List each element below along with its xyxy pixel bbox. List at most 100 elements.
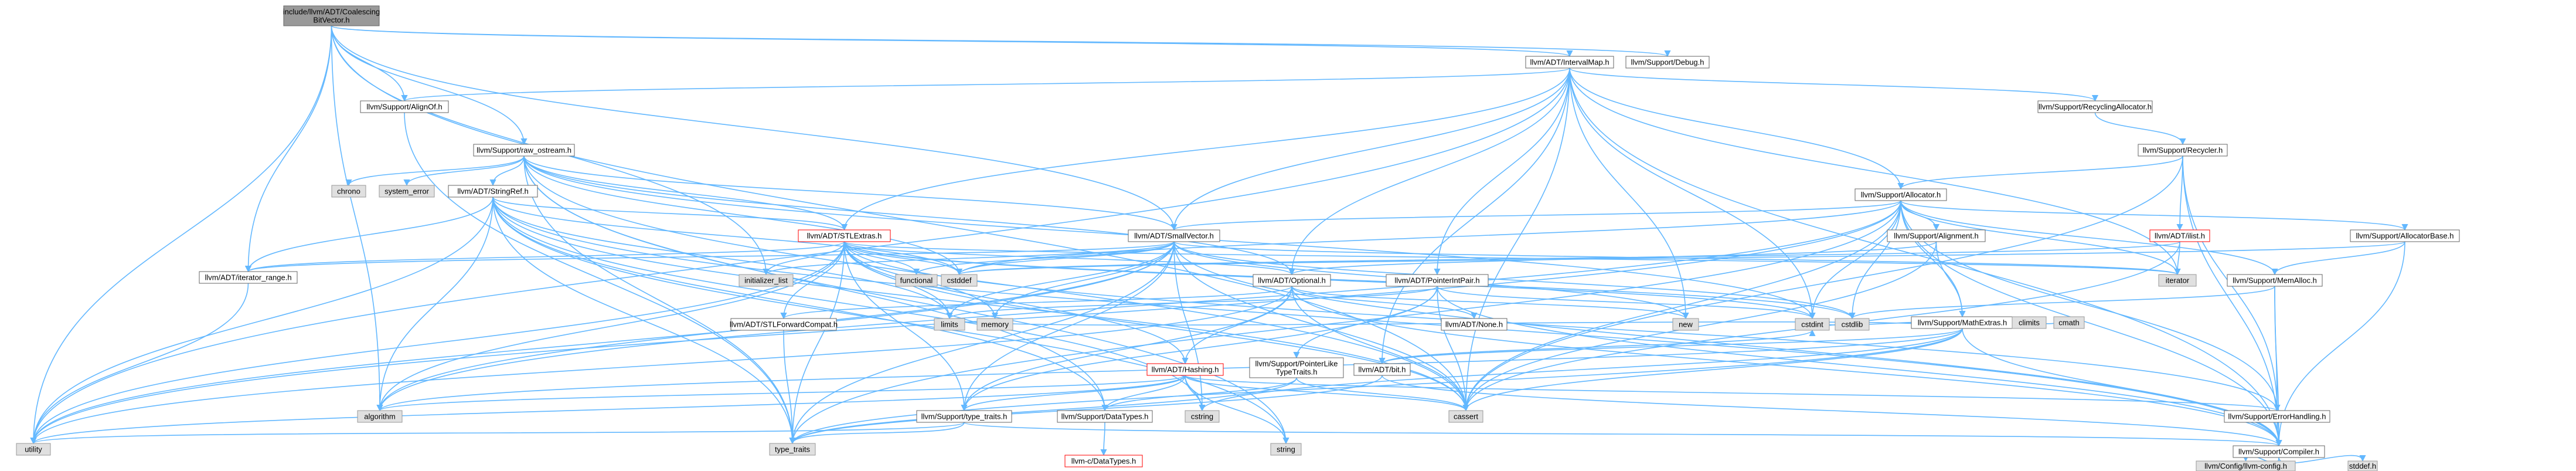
node-stlextras[interactable]: llvm/ADT/STLExtras.h <box>798 229 891 242</box>
node-box[interactable] <box>1854 188 1947 201</box>
node-none[interactable]: llvm/ADT/None.h <box>1441 318 1508 331</box>
node-iterator-range[interactable]: llvm/ADT/iterator_range.h <box>199 271 298 284</box>
edge-layer <box>30 25 2408 464</box>
edge-pointerintpair-to-limits <box>946 286 1438 320</box>
node-intervalmap[interactable]: llvm/ADT/IntervalMap.h <box>1525 56 1614 69</box>
node-box[interactable] <box>360 100 449 113</box>
node-box[interactable] <box>916 410 1012 423</box>
edge-allocator-to-iterator <box>1900 200 2181 276</box>
edge-optional-to-stlforwardcompat <box>780 286 1292 320</box>
node-allocator[interactable]: llvm/Support/Allocator.h <box>1854 188 1947 201</box>
node-label: chrono <box>337 187 360 196</box>
node-box[interactable] <box>1386 274 1489 287</box>
edge-smallvector-to-cstring <box>1173 241 1206 412</box>
node-datatypes[interactable]: llvm/Support/DataTypes.h <box>1057 410 1153 423</box>
node-optional[interactable]: llvm/ADT/Optional.h <box>1253 274 1331 287</box>
node-hashing[interactable]: llvm/ADT/Hashing.h <box>1146 363 1224 376</box>
node-c-datatypes[interactable]: llvm-c/DataTypes.h <box>1064 455 1143 467</box>
edge-stringref-to-iterator_range <box>244 196 494 273</box>
node-memalloc[interactable]: llvm/Support/MemAlloc.h <box>2227 274 2323 287</box>
node-box <box>283 5 380 26</box>
node-label: cstdlib <box>1842 320 1863 329</box>
node-mathextras[interactable]: llvm/Support/MathExtras.h <box>1911 316 2014 329</box>
edge-type_traits_h-to-compiler <box>964 422 2282 447</box>
node-box[interactable] <box>1353 363 1411 376</box>
node-recycler[interactable]: llvm/Support/Recycler.h <box>2138 144 2228 157</box>
node-box[interactable] <box>448 185 538 198</box>
node-errorhandling[interactable]: llvm/Support/ErrorHandling.h <box>2224 410 2330 423</box>
edge-smallvector-to-iterator_range <box>245 241 1175 273</box>
edge-smallvector-to-cstddef <box>956 241 1175 276</box>
node-stringref[interactable]: llvm/ADT/StringRef.h <box>448 185 538 198</box>
node-box[interactable] <box>1441 318 1508 331</box>
node-smallvector[interactable]: llvm/ADT/SmallVector.h <box>1128 229 1220 242</box>
node-box[interactable] <box>2138 144 2228 157</box>
node-box[interactable] <box>1625 56 1710 69</box>
edge-raw_ostream-to-string <box>523 155 1289 445</box>
node-stlforwardcompat[interactable]: llvm/ADT/STLForwardCompat.h <box>730 318 838 331</box>
edge-smallvector-to-compiler <box>1173 241 2282 447</box>
node-box[interactable] <box>1249 357 1344 378</box>
edge-hashing-to-datatypes <box>1101 375 1186 412</box>
node-debug[interactable]: llvm/Support/Debug.h <box>1625 56 1710 69</box>
node-bit[interactable]: llvm/ADT/bit.h <box>1353 363 1411 376</box>
edge-allocatorbase-to-memalloc <box>2271 241 2405 276</box>
node-box[interactable] <box>2350 229 2460 242</box>
node-llvm-config: llvm/Config/llvm-config.h <box>2196 460 2296 471</box>
node-label: system_error <box>384 187 430 196</box>
node-box[interactable] <box>730 318 837 331</box>
node-box[interactable] <box>1253 274 1331 287</box>
node-alignof[interactable]: llvm/Support/AlignOf.h <box>360 100 449 113</box>
node-box[interactable] <box>1064 455 1143 467</box>
node-box[interactable] <box>1057 410 1153 423</box>
node-alignment[interactable]: llvm/Support/Alignment.h <box>1887 229 1986 242</box>
edge-allocator-to-mathextras <box>1900 200 1966 318</box>
edge-hashing-to-utility <box>30 375 1186 445</box>
node-box[interactable] <box>2037 100 2153 113</box>
edge-stlextras-to-type_traits <box>789 241 845 445</box>
node-label: string <box>1277 445 1295 454</box>
edge-allocator-to-cassert <box>1462 200 1901 412</box>
edge-hashing-to-type_traits_h <box>961 375 1186 412</box>
edge-smallvector-to-memory <box>991 241 1175 320</box>
edge-ilist-to-iterator <box>2174 241 2181 276</box>
node-label: memory <box>981 320 1009 329</box>
node-pointerintpair[interactable]: llvm/ADT/PointerIntPair.h <box>1386 274 1489 287</box>
edge-recyclingalloc-to-recycler <box>2094 112 2186 145</box>
node-label: cmath <box>2058 318 2079 327</box>
node-box[interactable] <box>1887 229 1986 242</box>
edge-stringref-to-utility <box>30 196 494 445</box>
node-box[interactable] <box>2227 274 2323 287</box>
node-box[interactable] <box>1128 229 1220 242</box>
node-box[interactable] <box>798 229 891 242</box>
edge-pointerintpair-to-type_traits_h <box>961 286 1438 412</box>
node-system-error: system_error <box>379 185 435 198</box>
node-ilist[interactable]: llvm/ADT/ilist.h <box>2149 229 2210 242</box>
node-label: llvm/Support/Recycler.h <box>2143 146 2223 155</box>
node-label: llvm/Support/type_traits.h <box>921 412 1008 421</box>
node-label: limits <box>941 320 958 329</box>
node-box[interactable] <box>2233 445 2325 458</box>
node-climits: climits <box>2012 316 2047 329</box>
edge-datatypes-to-c_datatypes <box>1100 422 1107 456</box>
node-box <box>379 185 435 198</box>
node-raw-ostream[interactable]: llvm/Support/raw_ostream.h <box>473 144 575 157</box>
node-recyclingalloc[interactable]: llvm/Support/RecyclingAllocator.h <box>2037 100 2153 113</box>
edge-stringref-to-limits <box>492 196 953 320</box>
node-box[interactable] <box>2149 229 2210 242</box>
node-type-traits-h[interactable]: llvm/Support/type_traits.h <box>916 410 1012 423</box>
node-compiler[interactable]: llvm/Support/Compiler.h <box>2233 445 2325 458</box>
node-iterator: iterator <box>2158 274 2197 287</box>
edge-optional-to-none <box>1291 286 1478 320</box>
node-box[interactable] <box>473 144 575 157</box>
node-box[interactable] <box>1525 56 1614 69</box>
node-box[interactable] <box>199 271 298 284</box>
node-allocatorbase[interactable]: llvm/Support/AllocatorBase.h <box>2350 229 2460 242</box>
node-label: llvm/ADT/None.h <box>1445 320 1503 329</box>
node-box <box>331 185 366 198</box>
node-box[interactable] <box>2224 410 2330 423</box>
node-box[interactable] <box>1146 363 1224 376</box>
edge-ilist-to-cstddef <box>956 241 2180 276</box>
node-initializer-list: initializer_list <box>739 274 794 287</box>
